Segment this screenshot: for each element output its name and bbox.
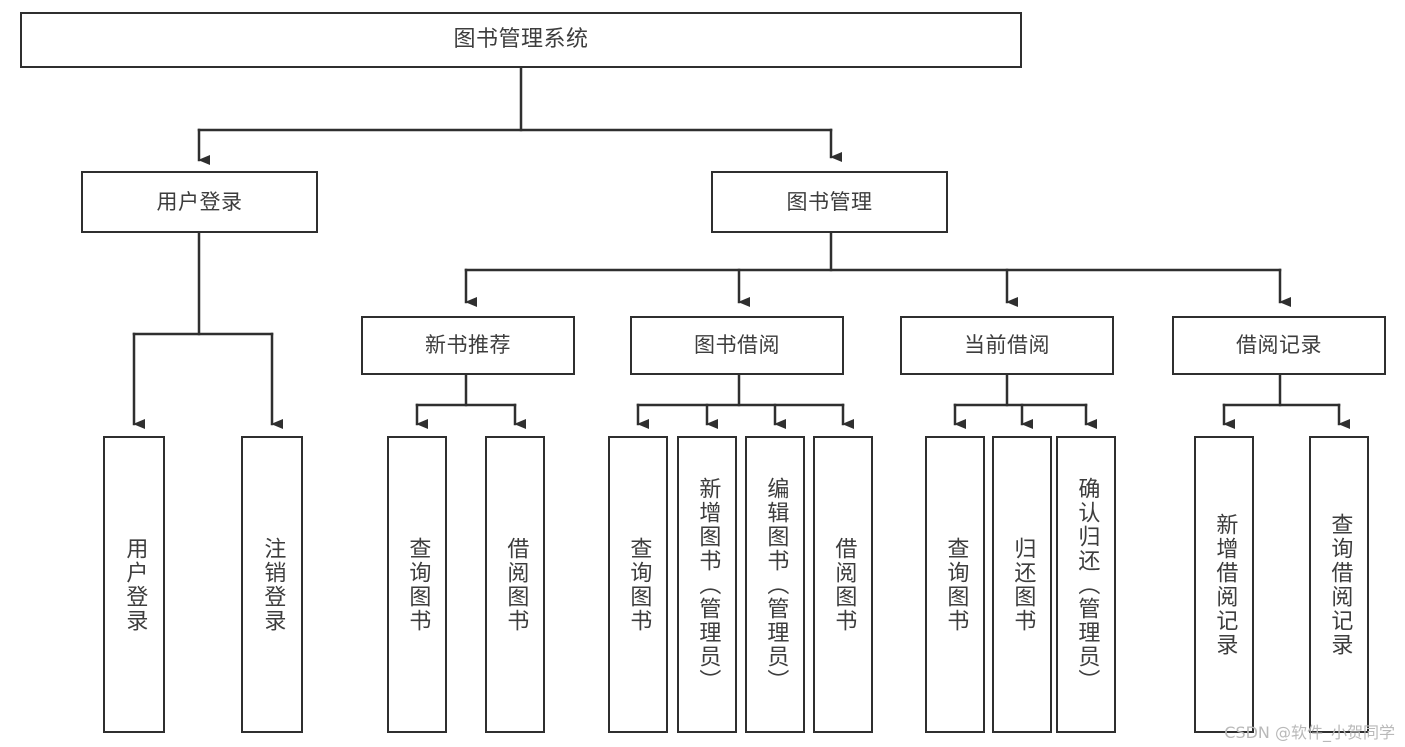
node-label: 注销登录 — [260, 536, 286, 633]
node-label: 新书推荐 — [425, 333, 511, 357]
node-book-borrow[interactable]: 图书借阅 — [630, 316, 844, 375]
node-label: 当前借阅 — [964, 333, 1050, 357]
csdn-watermark: CSDN @软件_小贺同学 — [1224, 723, 1395, 742]
leaf-current-borrow-query-book[interactable]: 查询图书 — [925, 436, 985, 733]
node-label: 查询图书 — [626, 536, 652, 633]
node-label: 图书管理 — [786, 189, 873, 214]
node-label: 查询借阅记录 — [1327, 512, 1353, 657]
node-new-book-recommend[interactable]: 新书推荐 — [361, 316, 575, 375]
node-label: 借阅图书 — [503, 536, 529, 633]
node-label: 新增图书（管理员） — [695, 476, 721, 693]
node-label: 图书借阅 — [694, 333, 780, 357]
node-book-management[interactable]: 图书管理 — [711, 171, 948, 233]
leaf-new-book-borrow-book[interactable]: 借阅图书 — [485, 436, 545, 733]
leaf-borrow-record-query-record[interactable]: 查询借阅记录 — [1309, 436, 1369, 733]
leaf-book-borrow-borrow-book[interactable]: 借阅图书 — [813, 436, 873, 733]
node-label: 新增借阅记录 — [1212, 512, 1238, 657]
node-label: 编辑图书（管理员） — [763, 476, 789, 693]
leaf-book-borrow-add-book-admin[interactable]: 新增图书（管理员） — [677, 436, 737, 733]
leaf-book-borrow-edit-book-admin[interactable]: 编辑图书（管理员） — [745, 436, 805, 733]
node-root-book-management-system[interactable]: 图书管理系统 — [20, 12, 1022, 68]
node-label: 确认归还（管理员） — [1074, 476, 1100, 693]
node-label: 查询图书 — [405, 536, 431, 633]
node-label: 查询图书 — [943, 536, 969, 633]
node-current-borrow[interactable]: 当前借阅 — [900, 316, 1114, 375]
leaf-current-borrow-confirm-return-admin[interactable]: 确认归还（管理员） — [1056, 436, 1116, 733]
node-label: 借阅记录 — [1236, 333, 1322, 357]
node-label: 用户登录 — [156, 189, 243, 214]
node-borrow-record[interactable]: 借阅记录 — [1172, 316, 1386, 375]
node-user-login[interactable]: 用户登录 — [81, 171, 318, 233]
leaf-new-book-query-book[interactable]: 查询图书 — [387, 436, 447, 733]
leaf-borrow-record-add-record[interactable]: 新增借阅记录 — [1194, 436, 1254, 733]
node-label: 归还图书 — [1010, 536, 1036, 633]
leaf-book-borrow-query-book[interactable]: 查询图书 — [608, 436, 668, 733]
node-label: 图书管理系统 — [453, 27, 589, 52]
node-label: 用户登录 — [122, 536, 148, 633]
leaf-user-login-login[interactable]: 用户登录 — [103, 436, 165, 733]
leaf-user-login-logout[interactable]: 注销登录 — [241, 436, 303, 733]
leaf-current-borrow-return-book[interactable]: 归还图书 — [992, 436, 1052, 733]
node-label: 借阅图书 — [831, 536, 857, 633]
